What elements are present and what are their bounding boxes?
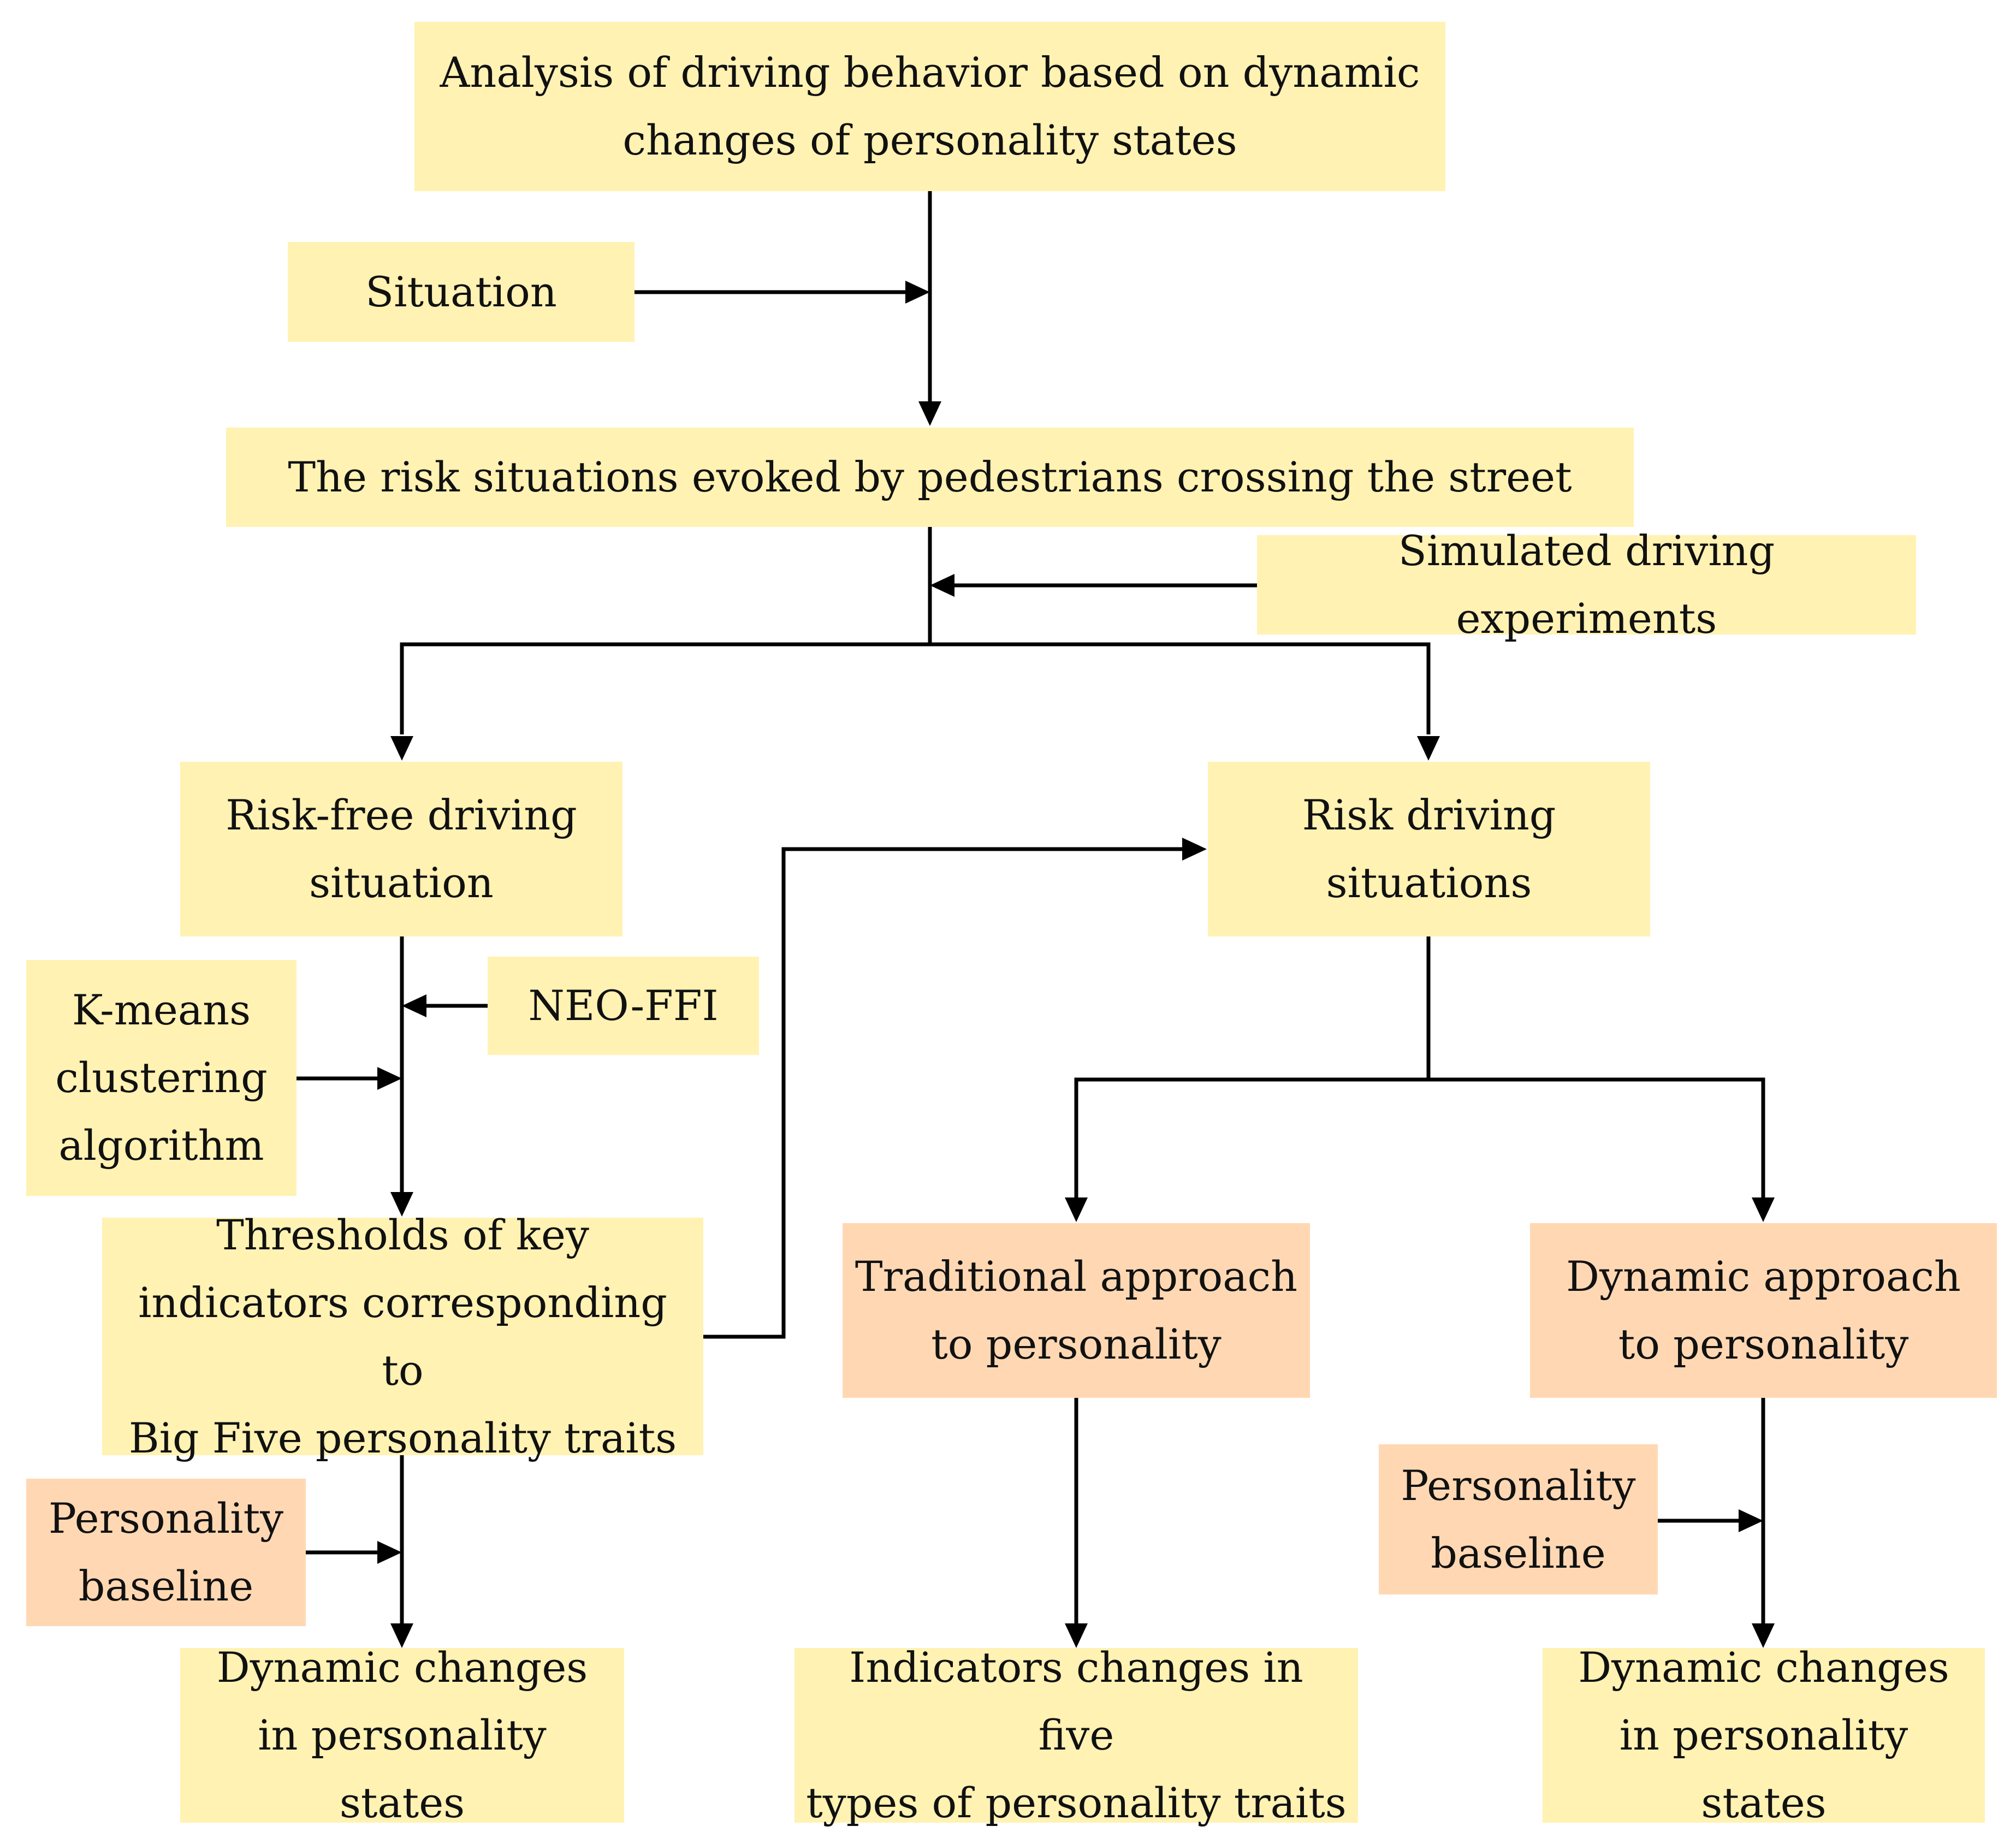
node-traditional-approach: Traditional approach to personality xyxy=(843,1223,1310,1398)
arrowhead xyxy=(1065,1197,1088,1222)
arrowhead xyxy=(377,1067,402,1090)
arrowhead xyxy=(1739,1509,1763,1532)
arrowhead xyxy=(930,574,954,597)
arrowhead xyxy=(1065,1623,1088,1648)
node-kmeans: K-means clustering algorithm xyxy=(26,960,297,1196)
connector-thresholds-to-risk xyxy=(703,847,1184,1339)
node-dynamic-approach: Dynamic approach to personality xyxy=(1530,1223,1997,1398)
node-dynamic-changes-right: Dynamic changes in personality states xyxy=(1543,1643,1985,1827)
arrowhead xyxy=(1182,838,1207,861)
connector-split xyxy=(400,642,1431,734)
node-dynamic-changes-left: Dynamic changes in personality states xyxy=(180,1643,624,1827)
node-personality-baseline-left: Personality baseline xyxy=(26,1479,306,1626)
node-risk-situations: The risk situations evoked by pedestrian… xyxy=(226,428,1634,527)
node-risk-driving-situations: Risk driving situations xyxy=(1208,762,1650,936)
arrowhead xyxy=(1417,736,1440,761)
node-risk-free-situation: Risk-free driving situation xyxy=(180,762,622,936)
node-simulated-experiments: Simulated driving experiments xyxy=(1257,526,1916,643)
arrowhead xyxy=(390,1192,413,1217)
connector-split-right xyxy=(1074,1077,1765,1199)
arrowhead xyxy=(1752,1623,1775,1648)
arrowhead xyxy=(918,401,941,426)
arrowhead xyxy=(390,1623,413,1648)
node-analysis: Analysis of driving behavior based on dy… xyxy=(414,22,1445,191)
node-neo-ffi: NEO-FFI xyxy=(488,957,759,1055)
node-thresholds: Thresholds of key indicators correspondi… xyxy=(102,1211,703,1462)
node-situation: Situation xyxy=(288,242,635,342)
arrowhead xyxy=(905,281,930,304)
arrowhead xyxy=(377,1541,402,1564)
arrowhead xyxy=(390,736,413,761)
node-indicators-changes: Indicators changes in five types of pers… xyxy=(794,1643,1358,1827)
arrowhead xyxy=(1752,1197,1775,1222)
node-personality-baseline-right: Personality baseline xyxy=(1379,1444,1658,1594)
arrowhead xyxy=(402,994,426,1017)
